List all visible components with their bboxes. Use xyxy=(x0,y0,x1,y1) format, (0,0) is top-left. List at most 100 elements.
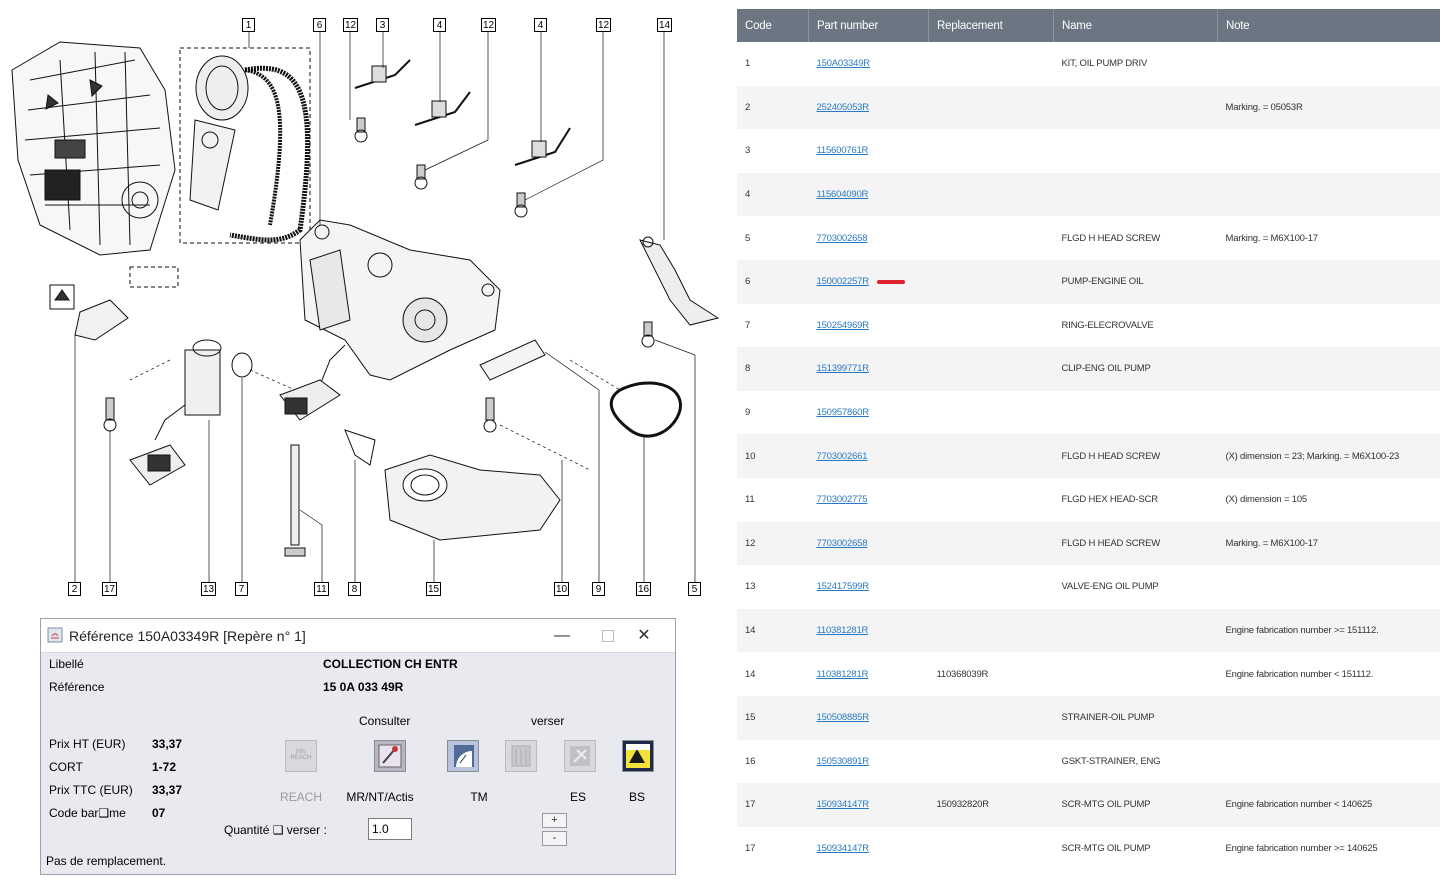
name-cell xyxy=(1053,172,1218,217)
quantity-input[interactable] xyxy=(368,818,412,840)
part-number-link[interactable]: 115600761R xyxy=(816,145,869,157)
note-cell xyxy=(1217,347,1440,391)
manual-button[interactable] xyxy=(505,740,537,772)
maximize-button[interactable] xyxy=(585,619,631,652)
callout-10[interactable]: 10 xyxy=(554,582,569,596)
reference-value: 15 0A 033 49R xyxy=(323,680,404,694)
dialog-titlebar[interactable]: Référence 150A03349R [Repère n° 1] — ✕ xyxy=(41,619,675,653)
callout-5[interactable]: 5 xyxy=(688,582,701,596)
column-header-part-number[interactable]: Part number xyxy=(808,9,929,42)
decrement-button[interactable]: - xyxy=(542,831,567,846)
part-number-cell: 7703002661 xyxy=(808,434,929,478)
part-number-cell: 150A03349R xyxy=(808,42,929,86)
code-cell: 9 xyxy=(737,390,809,435)
part-number-link[interactable]: 110381281R xyxy=(816,625,869,637)
replacement-cell xyxy=(928,434,1054,478)
replacement-cell xyxy=(928,347,1054,391)
callout-16[interactable]: 16 xyxy=(636,582,651,596)
replacement-cell xyxy=(928,129,1054,173)
mr-nt-actis-button[interactable] xyxy=(374,740,406,772)
callout-4[interactable]: 4 xyxy=(534,18,547,32)
increment-button[interactable]: + xyxy=(542,813,567,828)
part-number-link[interactable]: 7703002658 xyxy=(816,232,868,244)
valve-illustration xyxy=(129,339,222,486)
part-number-link[interactable]: 110381281R xyxy=(816,668,869,680)
code-cell: 2 xyxy=(737,85,809,130)
part-number-cell: 7703002775 xyxy=(808,477,929,522)
callout-11[interactable]: 11 xyxy=(314,582,329,596)
callout-4[interactable]: 4 xyxy=(433,18,446,32)
note-cell xyxy=(1217,565,1440,609)
part-number-link[interactable]: 252405053R xyxy=(816,101,870,113)
column-header-note[interactable]: Note xyxy=(1217,9,1440,42)
callout-8[interactable]: 8 xyxy=(348,582,361,596)
name-cell: FLGD H HEAD SCREW xyxy=(1053,216,1218,260)
name-cell: GSKT-STRAINER, ENG xyxy=(1053,739,1218,784)
part-number-link[interactable]: 7703002661 xyxy=(816,450,868,462)
part-number-link[interactable]: 150957860R xyxy=(816,407,870,419)
part-number-link[interactable]: 115604090R xyxy=(816,189,869,201)
name-cell: VALVE-ENG OIL PUMP xyxy=(1053,565,1218,609)
pipe-illustration xyxy=(639,239,720,326)
callout-6[interactable]: 6 xyxy=(313,18,326,32)
callout-3[interactable]: 3 xyxy=(376,18,389,32)
code-cell: 1 xyxy=(737,42,809,86)
drive-chain-illustration xyxy=(189,55,311,243)
part-number-link[interactable]: 150530891R xyxy=(816,755,870,767)
bs-label: BS xyxy=(628,790,645,804)
reach-icon: Info REACH xyxy=(290,749,312,761)
part-number-link[interactable]: 150934147R xyxy=(816,799,870,811)
callout-12[interactable]: 12 xyxy=(343,18,358,32)
close-button[interactable]: ✕ xyxy=(637,627,651,644)
prix-ht-value: 33,37 xyxy=(152,737,183,751)
part-number-link[interactable]: 152417599R xyxy=(816,581,870,593)
consulter-heading: Consulter xyxy=(359,714,411,728)
libelle-value: COLLECTION CH ENTR xyxy=(323,657,458,671)
strainer-illustration xyxy=(384,454,561,541)
callout-15[interactable]: 15 xyxy=(426,582,441,596)
note-cell: (X) dimension = 23; Marking. = M6X100-23 xyxy=(1217,434,1440,478)
column-header-replacement[interactable]: Replacement xyxy=(928,9,1054,42)
minimize-button[interactable]: — xyxy=(554,627,570,644)
part-number-link[interactable]: 150A03349R xyxy=(816,58,871,70)
note-cell: Marking. = 05053R xyxy=(1217,85,1440,130)
es-button[interactable] xyxy=(564,740,596,772)
note-cell xyxy=(1217,42,1440,86)
note-cell xyxy=(1217,172,1440,217)
name-cell: FLGD H HEAD SCREW xyxy=(1053,521,1218,566)
parts-table: Code Part number Replacement Name Note 1… xyxy=(737,9,1440,871)
callout-9[interactable]: 9 xyxy=(592,582,605,596)
part-number-link[interactable]: 7703002658 xyxy=(816,537,868,549)
callout-1[interactable]: 1 xyxy=(242,18,255,32)
part-number-link[interactable]: 7703002775 xyxy=(816,494,868,506)
callout-12[interactable]: 12 xyxy=(481,18,496,32)
code-cell: 8 xyxy=(737,347,809,391)
callout-13[interactable]: 13 xyxy=(201,582,216,596)
part-number-link[interactable]: 151399771R xyxy=(816,363,870,375)
callout-7[interactable]: 7 xyxy=(235,582,248,596)
part-number-link[interactable]: 150508885R xyxy=(816,712,870,724)
part-number-link[interactable]: 150934147R xyxy=(816,842,870,854)
callout-2[interactable]: 2 xyxy=(68,582,81,596)
name-cell: PUMP-ENGINE OIL xyxy=(1053,259,1218,304)
reach-label: REACH xyxy=(279,790,322,804)
part-number-cell: 115604090R xyxy=(808,172,929,217)
column-header-code[interactable]: Code xyxy=(737,9,809,42)
part-number-link[interactable]: 150254969R xyxy=(816,319,870,331)
callout-17[interactable]: 17 xyxy=(102,582,117,596)
part-number-link[interactable]: 150002257R xyxy=(816,276,870,288)
callout-14[interactable]: 14 xyxy=(657,18,672,32)
column-header-name[interactable]: Name xyxy=(1053,9,1218,42)
prix-ttc-value: 33,37 xyxy=(152,783,183,797)
manual-icon xyxy=(511,745,531,767)
callout-12[interactable]: 12 xyxy=(596,18,611,32)
reach-button[interactable]: Info REACH xyxy=(285,740,317,772)
bs-button[interactable] xyxy=(622,740,654,772)
verser-heading: verser xyxy=(531,714,565,728)
tm-button[interactable] xyxy=(447,740,479,772)
